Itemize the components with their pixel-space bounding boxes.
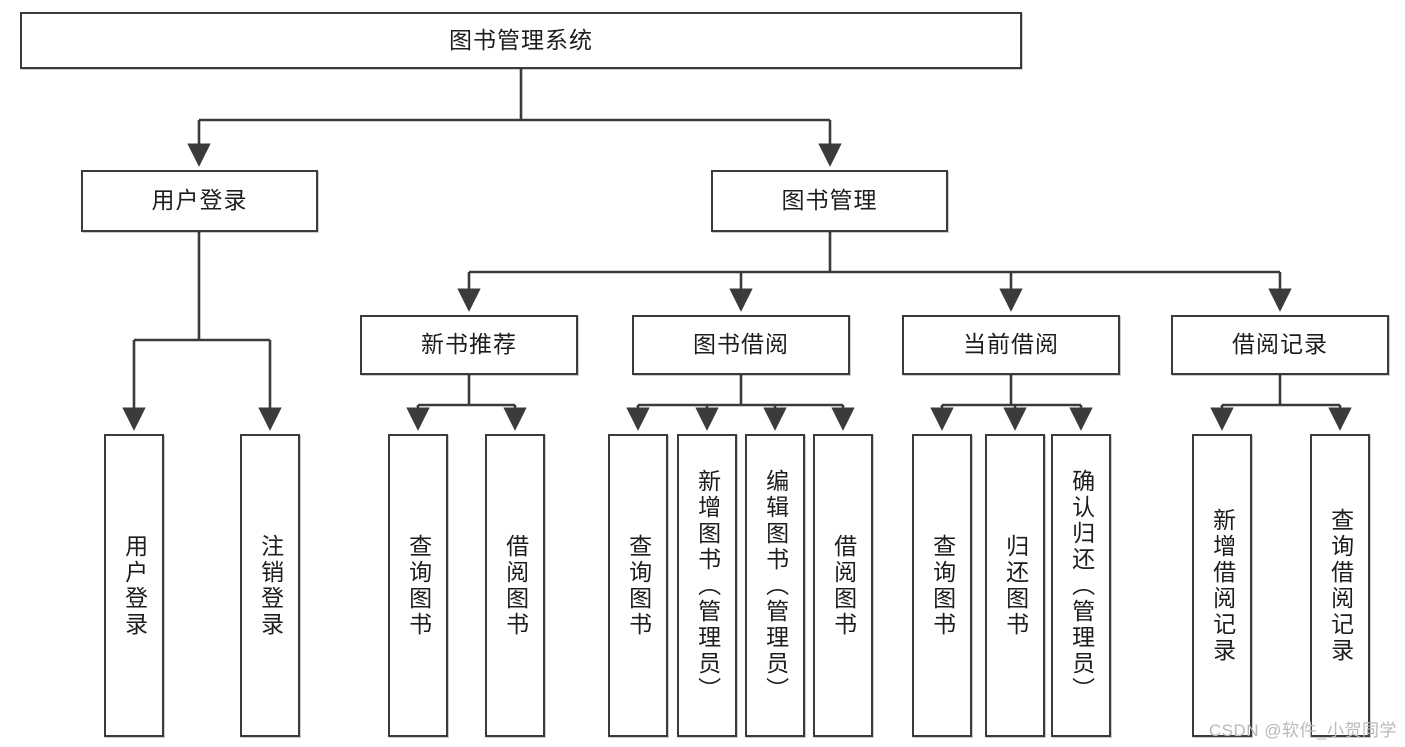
node-leaf-borrow-book-1-label: 借阅图书	[502, 533, 529, 638]
node-leaf-borrow-book-1[interactable]: 借阅图书	[485, 434, 545, 737]
node-leaf-add-record-label: 新增借阅记录	[1209, 507, 1236, 664]
node-leaf-return-book-label: 归还图书	[1002, 533, 1029, 638]
node-leaf-query-book-3[interactable]: 查询图书	[912, 434, 972, 737]
node-user-login[interactable]: 用户登录	[81, 170, 318, 232]
node-leaf-borrow-book-2-label: 借阅图书	[830, 533, 857, 638]
node-leaf-query-record[interactable]: 查询借阅记录	[1310, 434, 1370, 737]
node-root[interactable]: 图书管理系统	[20, 12, 1022, 69]
node-current-borrow[interactable]: 当前借阅	[902, 315, 1120, 375]
node-leaf-query-book-2-label: 查询图书	[625, 533, 652, 638]
node-root-label: 图书管理系统	[449, 26, 593, 53]
node-user-login-label: 用户登录	[151, 187, 248, 214]
node-leaf-query-record-label: 查询借阅记录	[1327, 507, 1354, 664]
node-book-borrow-label: 图书借阅	[693, 331, 789, 358]
node-leaf-query-book-2[interactable]: 查询图书	[608, 434, 668, 737]
node-leaf-return-book[interactable]: 归还图书	[985, 434, 1045, 737]
node-leaf-query-book-3-label: 查询图书	[929, 533, 956, 638]
node-leaf-edit-book[interactable]: 编辑图书（管理员）	[745, 434, 805, 737]
node-leaf-add-record[interactable]: 新增借阅记录	[1192, 434, 1252, 737]
node-leaf-user-login-label: 用户登录	[121, 533, 148, 638]
node-leaf-confirm-return-label: 确认归还（管理员）	[1068, 468, 1095, 703]
node-borrow-records[interactable]: 借阅记录	[1171, 315, 1389, 375]
node-leaf-edit-book-label: 编辑图书（管理员）	[762, 468, 789, 703]
node-new-book-recommend-label: 新书推荐	[421, 331, 517, 358]
csdn-watermark: CSDN @软件_小贺同学	[1208, 721, 1397, 740]
node-book-manage[interactable]: 图书管理	[711, 170, 948, 232]
node-borrow-records-label: 借阅记录	[1232, 331, 1328, 358]
node-leaf-user-login[interactable]: 用户登录	[104, 434, 164, 737]
node-leaf-borrow-book-2[interactable]: 借阅图书	[813, 434, 873, 737]
node-leaf-query-book-1-label: 查询图书	[405, 533, 432, 638]
node-new-book-recommend[interactable]: 新书推荐	[360, 315, 578, 375]
node-leaf-add-book-label: 新增图书（管理员）	[694, 468, 721, 703]
node-leaf-query-book-1[interactable]: 查询图书	[388, 434, 448, 737]
node-book-manage-label: 图书管理	[781, 187, 878, 214]
node-leaf-user-logout-label: 注销登录	[257, 533, 284, 638]
node-leaf-add-book[interactable]: 新增图书（管理员）	[677, 434, 737, 737]
node-leaf-confirm-return[interactable]: 确认归还（管理员）	[1051, 434, 1111, 737]
node-book-borrow[interactable]: 图书借阅	[632, 315, 850, 375]
node-current-borrow-label: 当前借阅	[963, 331, 1059, 358]
node-leaf-user-logout[interactable]: 注销登录	[240, 434, 300, 737]
